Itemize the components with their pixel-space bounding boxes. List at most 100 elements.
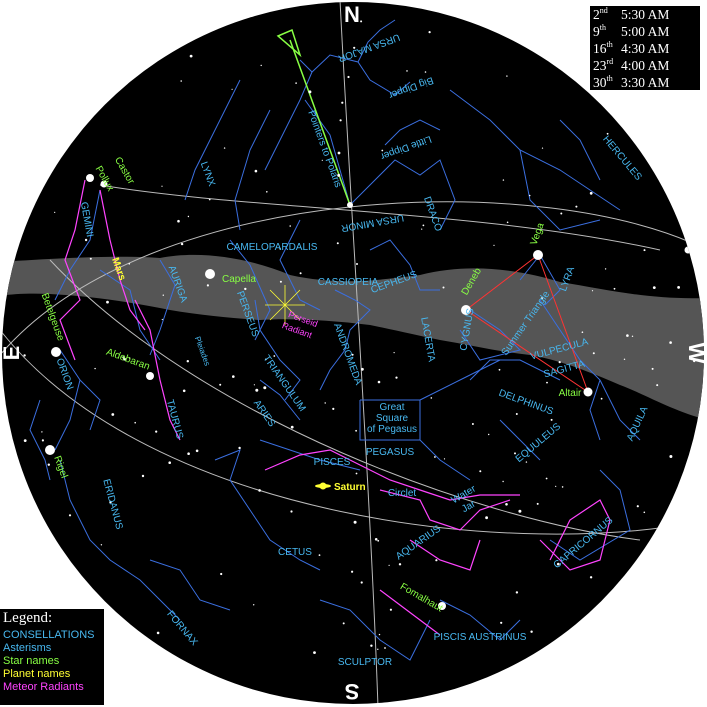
legend-asterisms: Asterisms [3,642,52,654]
star-point [393,352,395,354]
star-point [356,263,358,265]
star-point [589,191,593,195]
milky-way-band [2,254,704,420]
bright-star [146,372,154,380]
star-point [180,80,182,82]
star-point [332,407,335,410]
star-point [514,452,516,455]
star-point [677,286,680,289]
star-point [626,334,629,337]
star-point [479,470,482,473]
star-point [430,397,433,399]
star-point [186,360,189,363]
star-point [428,30,431,34]
star-point [669,341,672,344]
label-capella: Capella [222,274,256,285]
star-point [669,455,673,458]
saturn-icon [315,482,331,490]
star-point [651,367,654,370]
star-point [141,474,145,478]
star-point [100,544,103,546]
star-point [388,564,390,567]
star-point [406,70,408,72]
star-point [162,294,164,296]
star-point [581,331,584,334]
label-pegasus: PEGASUS [366,447,415,458]
star-point [54,211,56,213]
star-point [223,147,226,149]
pointers-arrow [276,28,351,206]
star-point [556,562,560,566]
star-point [180,242,184,246]
star-point [378,633,381,636]
time-row: 2nd 5:30 AM [593,7,699,24]
time-value: 3:30 AM [621,75,670,90]
bright-star [533,250,543,260]
star-point [656,384,659,387]
time-value: 4:30 AM [621,41,670,56]
star-point [94,367,96,370]
star-point [177,219,180,223]
star-point [541,147,544,149]
star-point [279,280,282,283]
star-point [265,358,267,361]
star-point [23,439,27,442]
star-point [502,179,505,181]
star-point [290,425,294,429]
label-camelopardalis: CAMELOPARDALIS [227,242,318,253]
star-point [134,421,136,424]
star-point [471,423,474,425]
time-row: 9th 5:00 AM [593,24,699,41]
time-day: 9th [593,23,606,40]
star-point [381,149,384,152]
bright-star [583,387,593,397]
star-point [643,511,646,514]
legend-meteor-radiants: Meteor Radiants [3,681,84,693]
star-point [623,358,626,360]
star-point [258,489,261,492]
star-point [498,368,501,371]
time-row: 23rd 4:00 AM [593,58,699,75]
star-point [187,215,190,218]
star-point [318,554,321,556]
time-day: 30th [593,74,613,91]
star-point [155,430,158,433]
star-point [253,604,255,606]
star-point [206,284,209,287]
star-point [488,433,490,436]
label-great-square-1: Great [379,402,404,413]
star-point [424,71,427,73]
star-point [395,376,398,379]
star-point [652,286,656,289]
star-point [156,631,160,635]
star-point [255,388,259,392]
bright-star [347,202,353,208]
star-point [360,20,363,23]
compass-east: E [0,346,24,361]
time-value: 5:00 AM [621,24,670,39]
star-point [377,539,380,542]
star-point [606,132,609,135]
star-point [23,354,26,357]
star-point [485,516,488,520]
star-point [254,169,258,173]
bright-star [100,180,108,188]
star-point [528,194,531,197]
bright-star [205,269,215,279]
star-point [643,249,646,252]
star-point [374,538,378,541]
star-point [631,335,634,337]
ecliptic-path-lines [59,179,611,636]
star-point [613,287,616,290]
star-point [111,413,115,416]
bright-star [86,174,94,182]
label-circlet: Circlet [388,488,417,499]
star-point [238,446,241,450]
star-point [384,647,386,649]
legend-box: Legend: CONSELLATIONS Asterisms Star nam… [0,609,104,705]
star-point [506,221,509,224]
star-point [295,82,297,84]
star-point [168,461,171,465]
label-cassiopeia: CASSIOPEIA [318,277,379,288]
